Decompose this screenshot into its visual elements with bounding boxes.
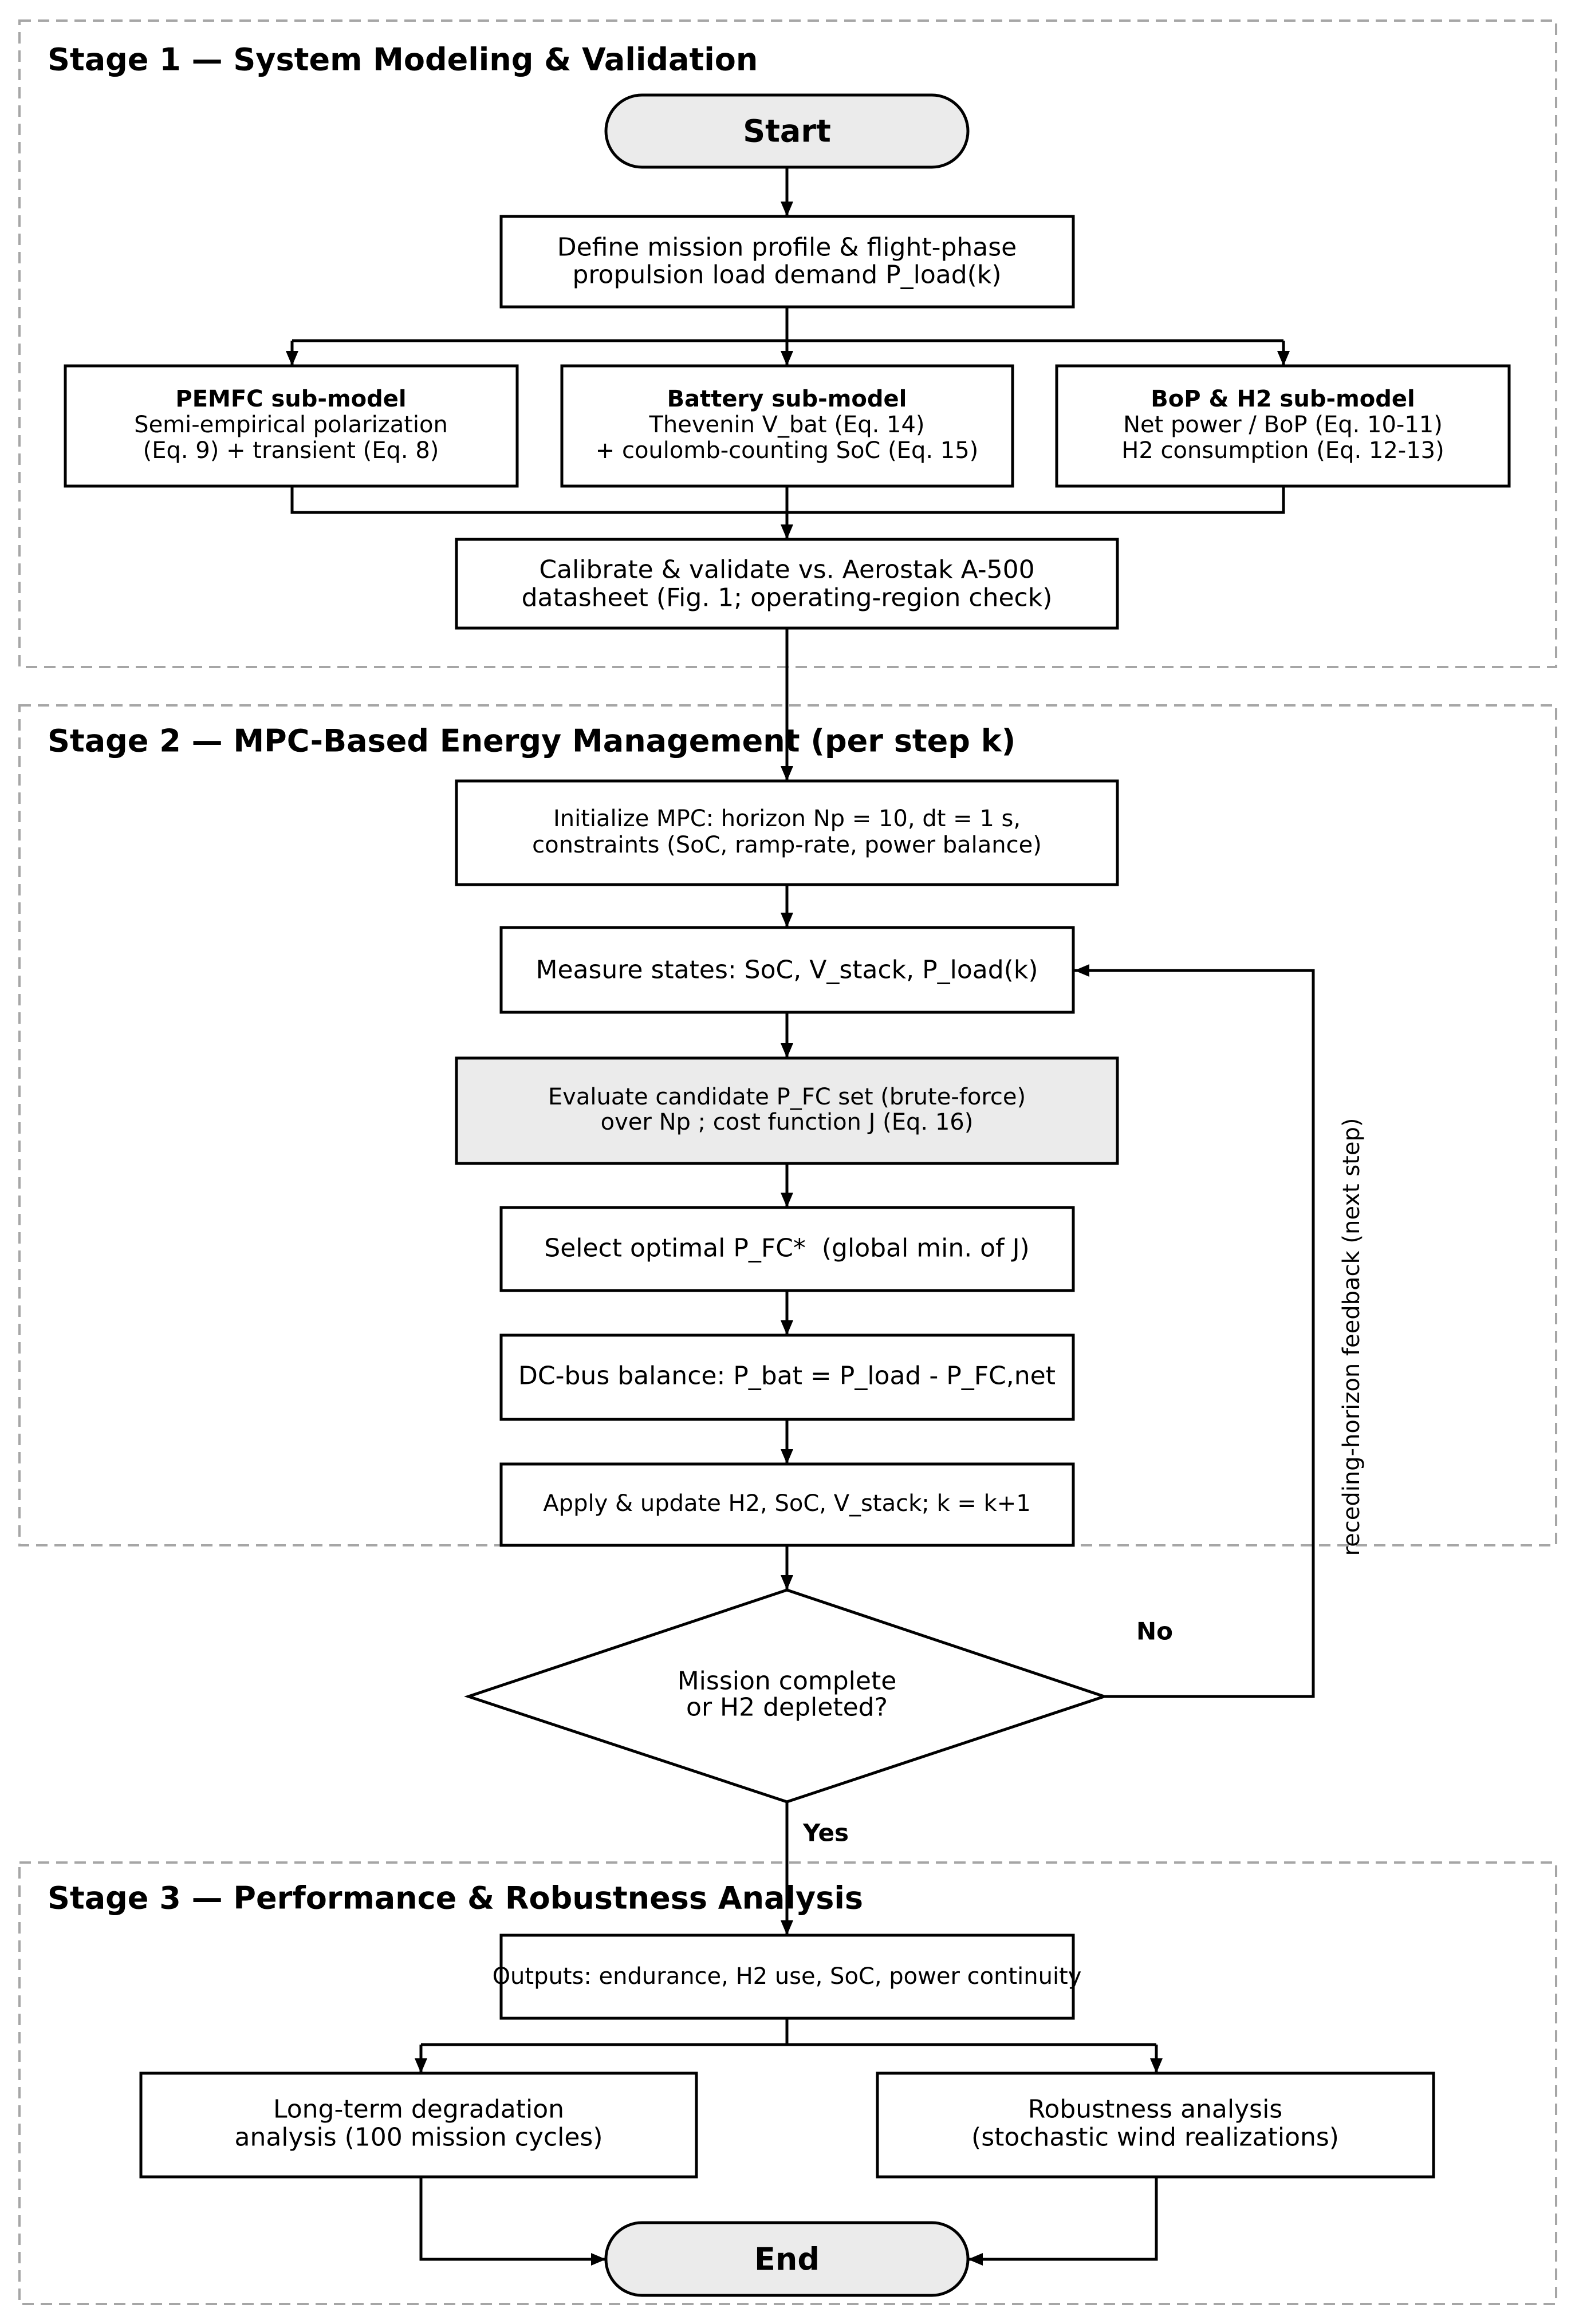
evaluate-candidates-line-1: Evaluate candidate P_FC set (brute-force…: [548, 1084, 1026, 1110]
robustness-analysis-node: Robustness analysis (stochastic wind rea…: [876, 2072, 1435, 2179]
mission-profile-line-2: propulsion load demand P_load(k): [573, 261, 1002, 290]
start-label: Start: [743, 113, 831, 149]
dc-bus-balance-box: [499, 1333, 1075, 1421]
stage3-title: Stage 3 — Performance & Robustness Analy…: [48, 1880, 863, 1916]
apply-update-box: [499, 1462, 1075, 1547]
degradation-analysis-line-1: Long-term degradation: [273, 2095, 564, 2124]
stage2-title: Stage 2 — MPC-Based Energy Management (p…: [48, 723, 1015, 759]
battery-submodel-title: Battery sub-model: [667, 386, 907, 412]
bop-submodel-line-1: Net power / BoP (Eq. 10-11): [1123, 412, 1443, 438]
pemfc-submodel-line-2: (Eq. 9) + transient (Eq. 8): [143, 437, 439, 464]
measure-states-label: Measure states: SoC, V_stack, P_load(k): [536, 956, 1038, 985]
battery-submodel-box: [560, 364, 1014, 488]
pemfc-submodel-box: [64, 364, 519, 488]
battery-submodel-line-2: + coulomb-counting SoC (Eq. 15): [596, 437, 979, 464]
connectors: [286, 167, 1315, 2266]
bop-submodel-box: [1055, 364, 1511, 488]
pemfc-submodel-line-1: Semi-empirical polarization: [134, 412, 448, 438]
calibrate-box: [455, 538, 1119, 630]
degradation-analysis-box: [139, 2072, 698, 2179]
evaluate-candidates-node: Evaluate candidate P_FC set (brute-force…: [455, 1056, 1119, 1165]
degradation-analysis-node: Long-term degradation analysis (100 miss…: [139, 2072, 698, 2179]
decision-line-1: Mission complete: [678, 1667, 897, 1696]
evaluate-candidates-box: [455, 1056, 1119, 1165]
apply-update-node: Apply & update H2, SoC, V_stack; k = k+1: [499, 1462, 1075, 1547]
dc-bus-balance-node: DC-bus balance: P_bat = P_load - P_FC,ne…: [499, 1333, 1075, 1421]
no-branch-label: No: [1136, 1617, 1173, 1646]
arrow-feedback-loop: [1074, 964, 1315, 1698]
yes-branch-label: Yes: [802, 1819, 849, 1847]
robustness-analysis-box: [876, 2072, 1435, 2179]
end-terminal: [604, 2221, 970, 2297]
calibrate-line-2: datasheet (Fig. 1; operating-region chec…: [522, 583, 1053, 613]
initialize-mpc-line-1: Initialize MPC: horizon Np = 10, dt = 1 …: [553, 806, 1021, 832]
feedback-label: receding-horizon feedback (next step): [1338, 1118, 1365, 1556]
apply-update-label: Apply & update H2, SoC, V_stack; k = k+1: [543, 1490, 1030, 1517]
calibrate-node: Calibrate & validate vs. Aerostak A-500 …: [455, 538, 1119, 630]
arrow-robustness-to-end: [968, 2177, 1158, 2266]
start-node: Start: [604, 93, 970, 169]
mission-profile-line-1: Define mission profile & flight-phase: [557, 233, 1017, 262]
outputs-box: [499, 1934, 1075, 2020]
outputs-label: Outputs: endurance, H2 use, SoC, power c…: [493, 1963, 1082, 1990]
bop-submodel-title: BoP & H2 sub-model: [1151, 386, 1415, 412]
select-optimal-label: Select optimal P_FC* (global min. of J): [544, 1234, 1029, 1263]
select-optimal-node: Select optimal P_FC* (global min. of J): [499, 1206, 1075, 1292]
measure-states-node: Measure states: SoC, V_stack, P_load(k): [499, 926, 1075, 1014]
bop-submodel-line-2: H2 consumption (Eq. 12-13): [1121, 437, 1444, 464]
evaluate-candidates-line-2: over Np ; cost function J (Eq. 16): [601, 1109, 974, 1135]
battery-submodel-line-1: Thevenin V_bat (Eq. 14): [648, 412, 924, 438]
mission-profile-node: Define mission profile & flight-phase pr…: [499, 215, 1075, 309]
initialize-mpc-line-2: constraints (SoC, ramp-rate, power balan…: [532, 832, 1042, 858]
initialize-mpc-box: [455, 779, 1119, 886]
decision-diamond: [464, 1588, 1109, 1804]
stage1-title: Stage 1 — System Modeling & Validation: [48, 42, 758, 78]
measure-states-box: [499, 926, 1075, 1014]
select-optimal-box: [499, 1206, 1075, 1292]
dc-bus-balance-label: DC-bus balance: P_bat = P_load - P_FC,ne…: [518, 1362, 1056, 1391]
bop-submodel-node: BoP & H2 sub-model Net power / BoP (Eq. …: [1055, 364, 1511, 488]
robustness-analysis-line-1: Robustness analysis: [1028, 2095, 1282, 2124]
decision-line-2: or H2 depleted?: [686, 1693, 888, 1722]
arrow-degradation-to-end: [419, 2177, 606, 2266]
decision-node: Mission complete or H2 depleted?: [464, 1588, 1109, 1804]
initialize-mpc-node: Initialize MPC: horizon Np = 10, dt = 1 …: [455, 779, 1119, 886]
battery-submodel-node: Battery sub-model Thevenin V_bat (Eq. 14…: [560, 364, 1014, 488]
degradation-analysis-line-2: analysis (100 mission cycles): [234, 2123, 603, 2152]
outputs-node: Outputs: endurance, H2 use, SoC, power c…: [493, 1934, 1082, 2020]
calibrate-line-1: Calibrate & validate vs. Aerostak A-500: [539, 555, 1034, 585]
start-terminal: [604, 93, 970, 169]
end-node: End: [604, 2221, 970, 2297]
end-label: End: [754, 2242, 820, 2278]
pemfc-submodel-node: PEMFC sub-model Semi-empirical polarizat…: [64, 364, 519, 488]
robustness-analysis-line-2: (stochastic wind realizations): [971, 2123, 1339, 2152]
mission-profile-box: [499, 215, 1075, 309]
pemfc-submodel-title: PEMFC sub-model: [175, 386, 406, 412]
